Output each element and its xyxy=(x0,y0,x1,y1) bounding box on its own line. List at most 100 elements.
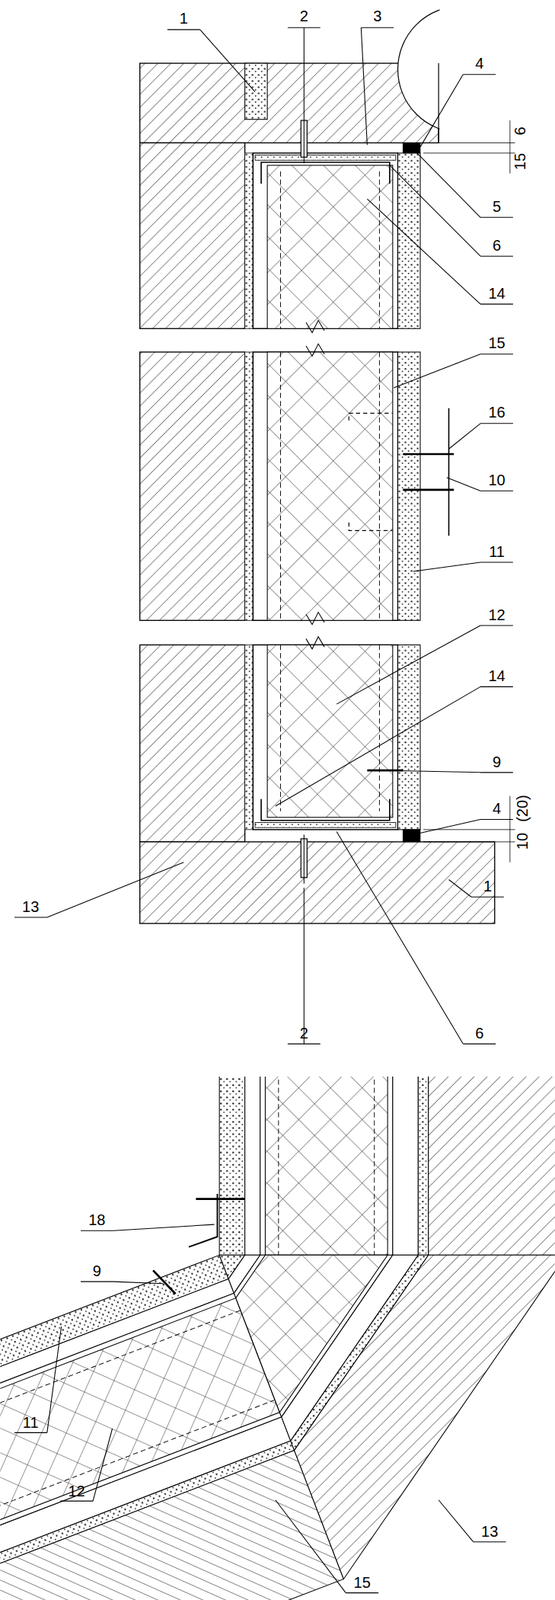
callout-number: 14 xyxy=(486,666,507,684)
joint-filler xyxy=(402,143,421,154)
leader-underline xyxy=(462,1043,496,1044)
callout-number: 11 xyxy=(487,542,507,560)
plaster-layer xyxy=(398,644,421,829)
callout-number: 16 xyxy=(486,403,507,421)
leader-line xyxy=(413,149,481,218)
frame-line-dashed xyxy=(0,1398,275,1553)
frame-line-dashed xyxy=(379,171,380,329)
insulation-core xyxy=(267,351,393,620)
insulation-core xyxy=(267,644,393,817)
plaster-layer xyxy=(398,351,421,620)
channel-profile xyxy=(261,162,390,184)
callout-number: 4 xyxy=(491,799,503,817)
masonry-wall xyxy=(428,1075,555,1254)
callout-number: 1 xyxy=(481,877,494,894)
callout-number: 2 xyxy=(298,7,310,25)
dimension-text: 10 xyxy=(513,830,531,851)
leader-underline xyxy=(360,27,394,29)
dimension-text: 6 xyxy=(511,124,529,137)
callout-number: 10 xyxy=(486,471,507,489)
callout-number: 12 xyxy=(486,606,507,623)
dim-line xyxy=(509,120,511,174)
glue-strip xyxy=(255,821,396,827)
slab-below xyxy=(140,841,495,923)
frame-line-dashed xyxy=(280,351,281,620)
anchor-axis xyxy=(303,834,305,884)
connection-profile xyxy=(348,412,393,420)
corner-section xyxy=(0,1075,555,1599)
leader-lines xyxy=(14,27,514,1592)
leader-underline xyxy=(480,624,514,626)
leader-line xyxy=(446,477,481,491)
slab-edge xyxy=(438,63,440,143)
slab-above xyxy=(140,63,439,143)
fixing-screw xyxy=(402,488,454,492)
frame-line-dashed xyxy=(373,1075,375,1254)
anchor-axis xyxy=(303,114,305,163)
masonry-wall xyxy=(140,143,246,329)
leader-line xyxy=(47,1325,62,1432)
mortar-layer xyxy=(245,153,254,329)
leader-line xyxy=(413,561,481,571)
frame-line-dashed xyxy=(379,644,380,811)
leader-underline xyxy=(480,685,514,687)
leader-line xyxy=(303,886,305,1044)
leader-underline xyxy=(80,1229,114,1231)
mortar-layer xyxy=(417,1075,428,1254)
callout-number: 9 xyxy=(91,1261,103,1279)
callout-number: 6 xyxy=(473,1023,485,1041)
insulation-core xyxy=(267,165,393,329)
callout-number: 18 xyxy=(86,1210,107,1228)
leader-line xyxy=(393,354,481,388)
air-gap xyxy=(392,1075,418,1254)
glue-strip xyxy=(255,155,396,161)
leader-line xyxy=(438,1499,474,1541)
leader-line xyxy=(360,27,367,145)
dim-line xyxy=(509,795,511,862)
callout-number: 9 xyxy=(491,752,503,770)
plaster-layer xyxy=(219,1075,245,1254)
leader-underline xyxy=(473,1540,507,1541)
break-mark xyxy=(306,612,325,625)
connection-profile xyxy=(348,522,393,531)
leader-underline xyxy=(462,73,496,75)
leader-underline xyxy=(80,1280,114,1282)
dim-extension xyxy=(423,840,516,842)
insulation-core xyxy=(264,1075,388,1254)
leader-underline xyxy=(60,1499,93,1501)
blank-mask xyxy=(439,0,555,144)
leader-underline xyxy=(480,422,514,424)
leader-underline xyxy=(14,1431,48,1433)
leader-underline xyxy=(480,490,514,492)
callout-number: 11 xyxy=(21,1413,41,1430)
callout-number: 4 xyxy=(473,54,485,72)
frame-line-dashed xyxy=(280,171,281,329)
leader-line xyxy=(449,423,482,449)
masonry-wall xyxy=(0,1449,344,1599)
frame-line-dashed xyxy=(379,351,380,620)
leader-line xyxy=(336,625,481,704)
masonry-wall xyxy=(294,1253,555,1578)
leader-line xyxy=(336,831,463,1044)
leader-underline xyxy=(14,915,48,917)
plaster-layer xyxy=(398,153,421,329)
leader-underline xyxy=(480,818,514,820)
dim-extension xyxy=(423,142,516,144)
leader-underline xyxy=(480,771,514,772)
callout-number: 3 xyxy=(371,7,383,25)
break-mark xyxy=(306,343,325,356)
leader-line xyxy=(413,818,481,834)
channel-profile xyxy=(261,798,390,820)
masonry-wall xyxy=(140,351,246,620)
frame-line-dashed xyxy=(277,1075,279,1254)
air-gap xyxy=(245,1075,261,1254)
leader-line xyxy=(420,74,463,147)
angle-bracket xyxy=(188,1192,218,1247)
sealant-fill xyxy=(245,63,268,120)
leader-line xyxy=(200,29,256,93)
callout-number: 15 xyxy=(352,1572,373,1590)
leader-line xyxy=(275,1499,346,1592)
joint-filler xyxy=(402,829,421,842)
